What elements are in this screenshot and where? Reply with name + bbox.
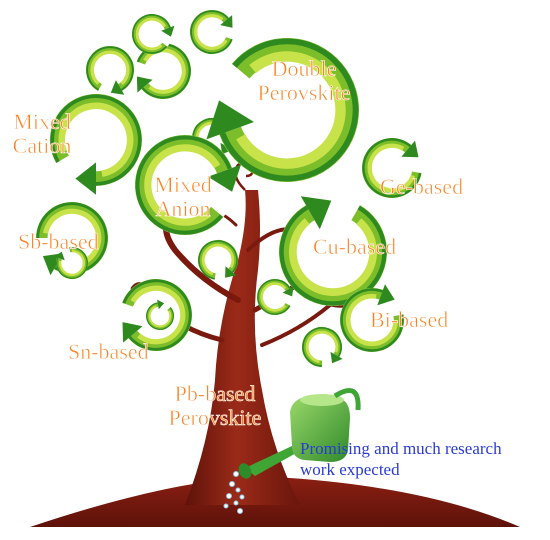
circular-arrow-icon (362, 138, 422, 198)
label-sb-based: Sb-based (18, 229, 99, 254)
research-note-line1: Promising and much research (300, 439, 502, 458)
research-note-line2: work expected (300, 460, 400, 479)
label-mixed-anion-line2: Anion (155, 196, 211, 221)
circular-arrow-icon (198, 239, 238, 280)
label-ge-based: Ge-based (380, 174, 464, 199)
label-bi-based: Bi-based (370, 307, 449, 332)
label-pb-based: Pb-based Perovskite (160, 381, 270, 430)
circular-arrow-icon (190, 10, 234, 54)
circular-arrow-icon (257, 279, 294, 315)
label-mixed-cation-line1: Mixed (13, 109, 71, 134)
circular-arrow-icon (340, 284, 405, 352)
leaf-circles (36, 10, 422, 368)
watering-can-icon (238, 387, 361, 479)
label-mixed-anion-line1: Mixed (154, 172, 212, 197)
circular-arrow-icon (86, 46, 134, 95)
label-double-perovskite-line1: Double (271, 56, 337, 81)
label-double-perovskite: Double Perovskite (244, 56, 364, 105)
circular-arrow-icon (135, 135, 241, 235)
circular-arrow-icon (146, 299, 175, 330)
label-mixed-anion: Mixed Anion (143, 172, 223, 221)
label-sn-based: Sn-based (68, 339, 149, 364)
circular-arrow-icon (132, 14, 175, 54)
research-note: Promising and much research work expecte… (300, 438, 502, 480)
tree-trunk (185, 190, 300, 505)
water-droplets (223, 471, 245, 514)
label-pb-based-line2: Perovskite (168, 405, 262, 430)
label-pb-based-line1: Pb-based (174, 381, 256, 406)
label-double-perovskite-line2: Perovskite (257, 80, 351, 105)
circular-arrow-icon (301, 327, 343, 368)
circular-arrow-icon (54, 247, 88, 280)
circular-arrow-icon (206, 38, 360, 182)
label-mixed-cation: Mixed Cation (2, 109, 82, 158)
circular-arrow-icon (279, 196, 387, 306)
label-cu-based: Cu-based (313, 234, 397, 259)
circular-arrow-icon (49, 93, 142, 195)
label-mixed-cation-line2: Cation (12, 133, 72, 158)
